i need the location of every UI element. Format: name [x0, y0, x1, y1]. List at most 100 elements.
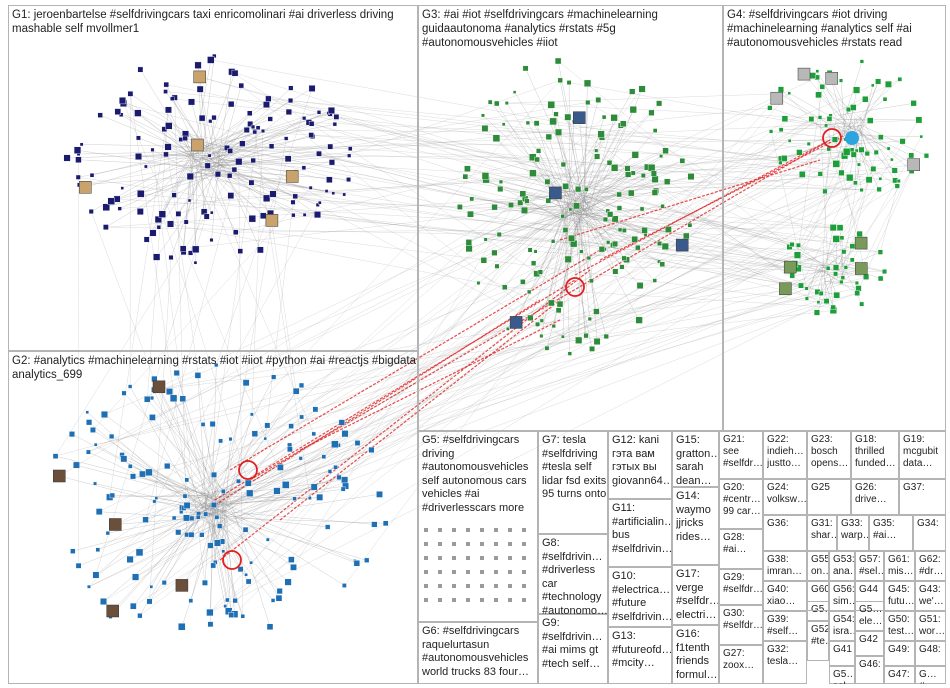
node [527, 247, 533, 253]
node [288, 556, 295, 563]
node [878, 134, 884, 141]
node [620, 120, 627, 128]
node [551, 239, 556, 244]
avatar-node [79, 181, 92, 194]
group-label: G45: futu… [888, 584, 914, 607]
node [587, 316, 592, 321]
node-layer [52, 53, 929, 631]
node [156, 225, 161, 230]
node [483, 237, 488, 242]
node [796, 149, 803, 156]
edge [574, 99, 599, 193]
edge [823, 227, 834, 278]
node [635, 316, 643, 324]
node [135, 548, 144, 557]
edge [551, 209, 573, 304]
node [524, 198, 530, 204]
group-label: G39: #self… [767, 614, 799, 637]
group-label: G40: xiao… [767, 584, 796, 607]
edge [529, 219, 582, 293]
edge [208, 510, 375, 525]
edge [138, 119, 919, 157]
node [269, 190, 277, 198]
node [275, 594, 283, 602]
node [886, 146, 891, 151]
group-cell-g26: G26: drive… [851, 479, 899, 515]
edge [225, 509, 235, 615]
node [292, 496, 297, 501]
node [568, 207, 573, 212]
avatar-node [779, 282, 792, 296]
edge [103, 148, 829, 602]
node [638, 85, 646, 93]
node [166, 388, 173, 395]
avatar-node [573, 111, 586, 124]
node [206, 608, 214, 617]
edge [88, 254, 798, 587]
node [308, 120, 315, 127]
edge [826, 179, 870, 302]
group-cell-g64: G… #… [915, 666, 946, 684]
edge [303, 167, 798, 256]
edge [667, 181, 799, 246]
group-cell-g34: G34: [913, 515, 946, 551]
node [598, 246, 605, 253]
node [494, 263, 500, 269]
edge [824, 280, 859, 289]
node [531, 260, 537, 266]
edge [78, 177, 802, 286]
node [231, 166, 238, 173]
node [625, 171, 632, 178]
node [452, 556, 456, 560]
node [121, 390, 127, 396]
node [833, 291, 840, 299]
edge [217, 490, 277, 508]
node [149, 414, 156, 421]
edge [823, 278, 834, 308]
group-cell-g20: G20: #centr… 99 car… [719, 479, 763, 529]
group-label: G31: shar… [811, 518, 836, 541]
node [636, 282, 644, 289]
edge [223, 517, 232, 616]
edge [569, 191, 640, 321]
node [236, 478, 241, 484]
node [856, 230, 863, 238]
node [858, 146, 865, 153]
node [508, 528, 512, 532]
edge [535, 251, 798, 269]
edge [149, 257, 172, 602]
edge [686, 178, 881, 237]
node [871, 83, 875, 88]
node [338, 419, 345, 426]
group-cell-g31: G31: shar… [807, 515, 837, 551]
node [629, 106, 637, 114]
edge [817, 71, 847, 125]
node [194, 61, 202, 69]
group-label: G9: #selfdrivin… #ai mims gt #tech self… [542, 617, 603, 670]
edge [223, 514, 294, 568]
group-label: G27: zoox… [723, 648, 755, 671]
node [195, 514, 201, 520]
node [553, 111, 559, 117]
edge [88, 451, 223, 514]
edge [798, 245, 826, 269]
node [564, 255, 572, 263]
group-label: G54: isra… [833, 614, 854, 637]
edge [211, 155, 220, 241]
avatar-node [854, 236, 868, 250]
edge [200, 495, 310, 499]
node [244, 573, 248, 577]
edge [797, 254, 822, 263]
edge [185, 133, 881, 253]
edge [139, 131, 772, 616]
edge [861, 132, 868, 154]
node [179, 395, 186, 403]
edge [228, 88, 643, 612]
edge [203, 155, 274, 195]
edge [153, 389, 207, 517]
edge [55, 254, 798, 457]
node [679, 158, 686, 164]
node [533, 120, 540, 127]
node [348, 146, 353, 151]
edge [585, 176, 692, 204]
